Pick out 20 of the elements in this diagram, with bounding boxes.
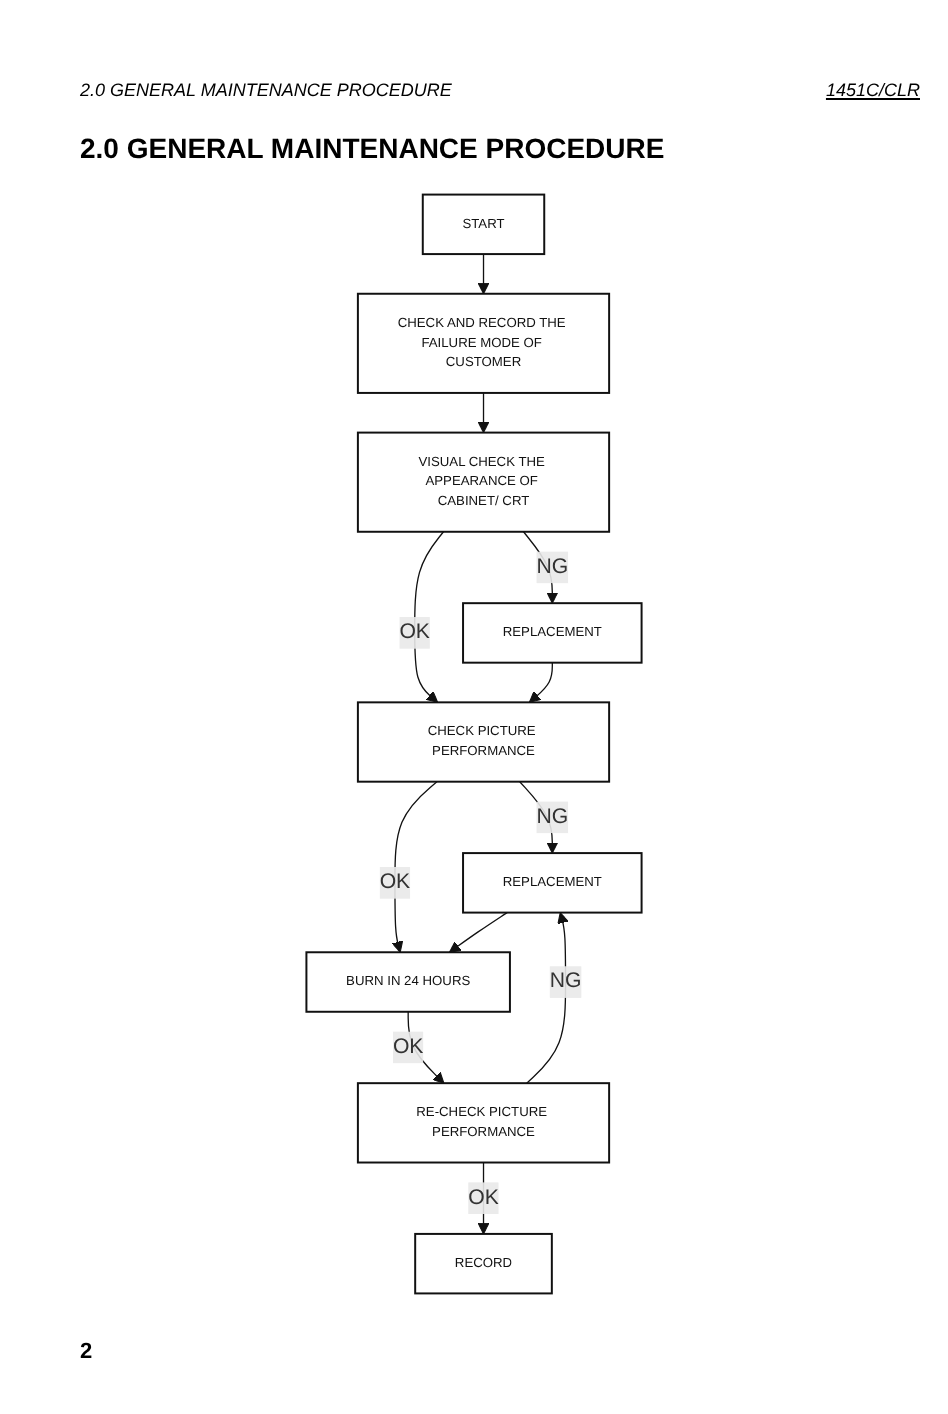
title: 2.0 GENERAL MAINTENANCE PROCEDURE [80, 132, 665, 164]
edge-label: NG [536, 805, 569, 828]
arrow [414, 531, 445, 703]
arrow [477, 253, 490, 295]
arrow [448, 911, 508, 953]
edge-label: NG [549, 970, 582, 993]
arrow [477, 392, 490, 434]
edge-label: OK [392, 1035, 424, 1059]
edge-label: NG [536, 555, 569, 579]
arrow [519, 781, 559, 854]
edge-label: OK [468, 1186, 499, 1209]
page-number: 2 [80, 1340, 93, 1364]
edge-label: OK [399, 621, 430, 644]
arrow [528, 662, 553, 703]
edge-label: OK [379, 870, 411, 894]
running-header: 2.0 GENERAL MAINTENANCE PROCEDURE [80, 80, 452, 100]
model-number: 1451C/CLR [825, 80, 920, 100]
arrow [391, 781, 438, 953]
arrow [522, 531, 559, 604]
arrow [526, 912, 569, 1084]
